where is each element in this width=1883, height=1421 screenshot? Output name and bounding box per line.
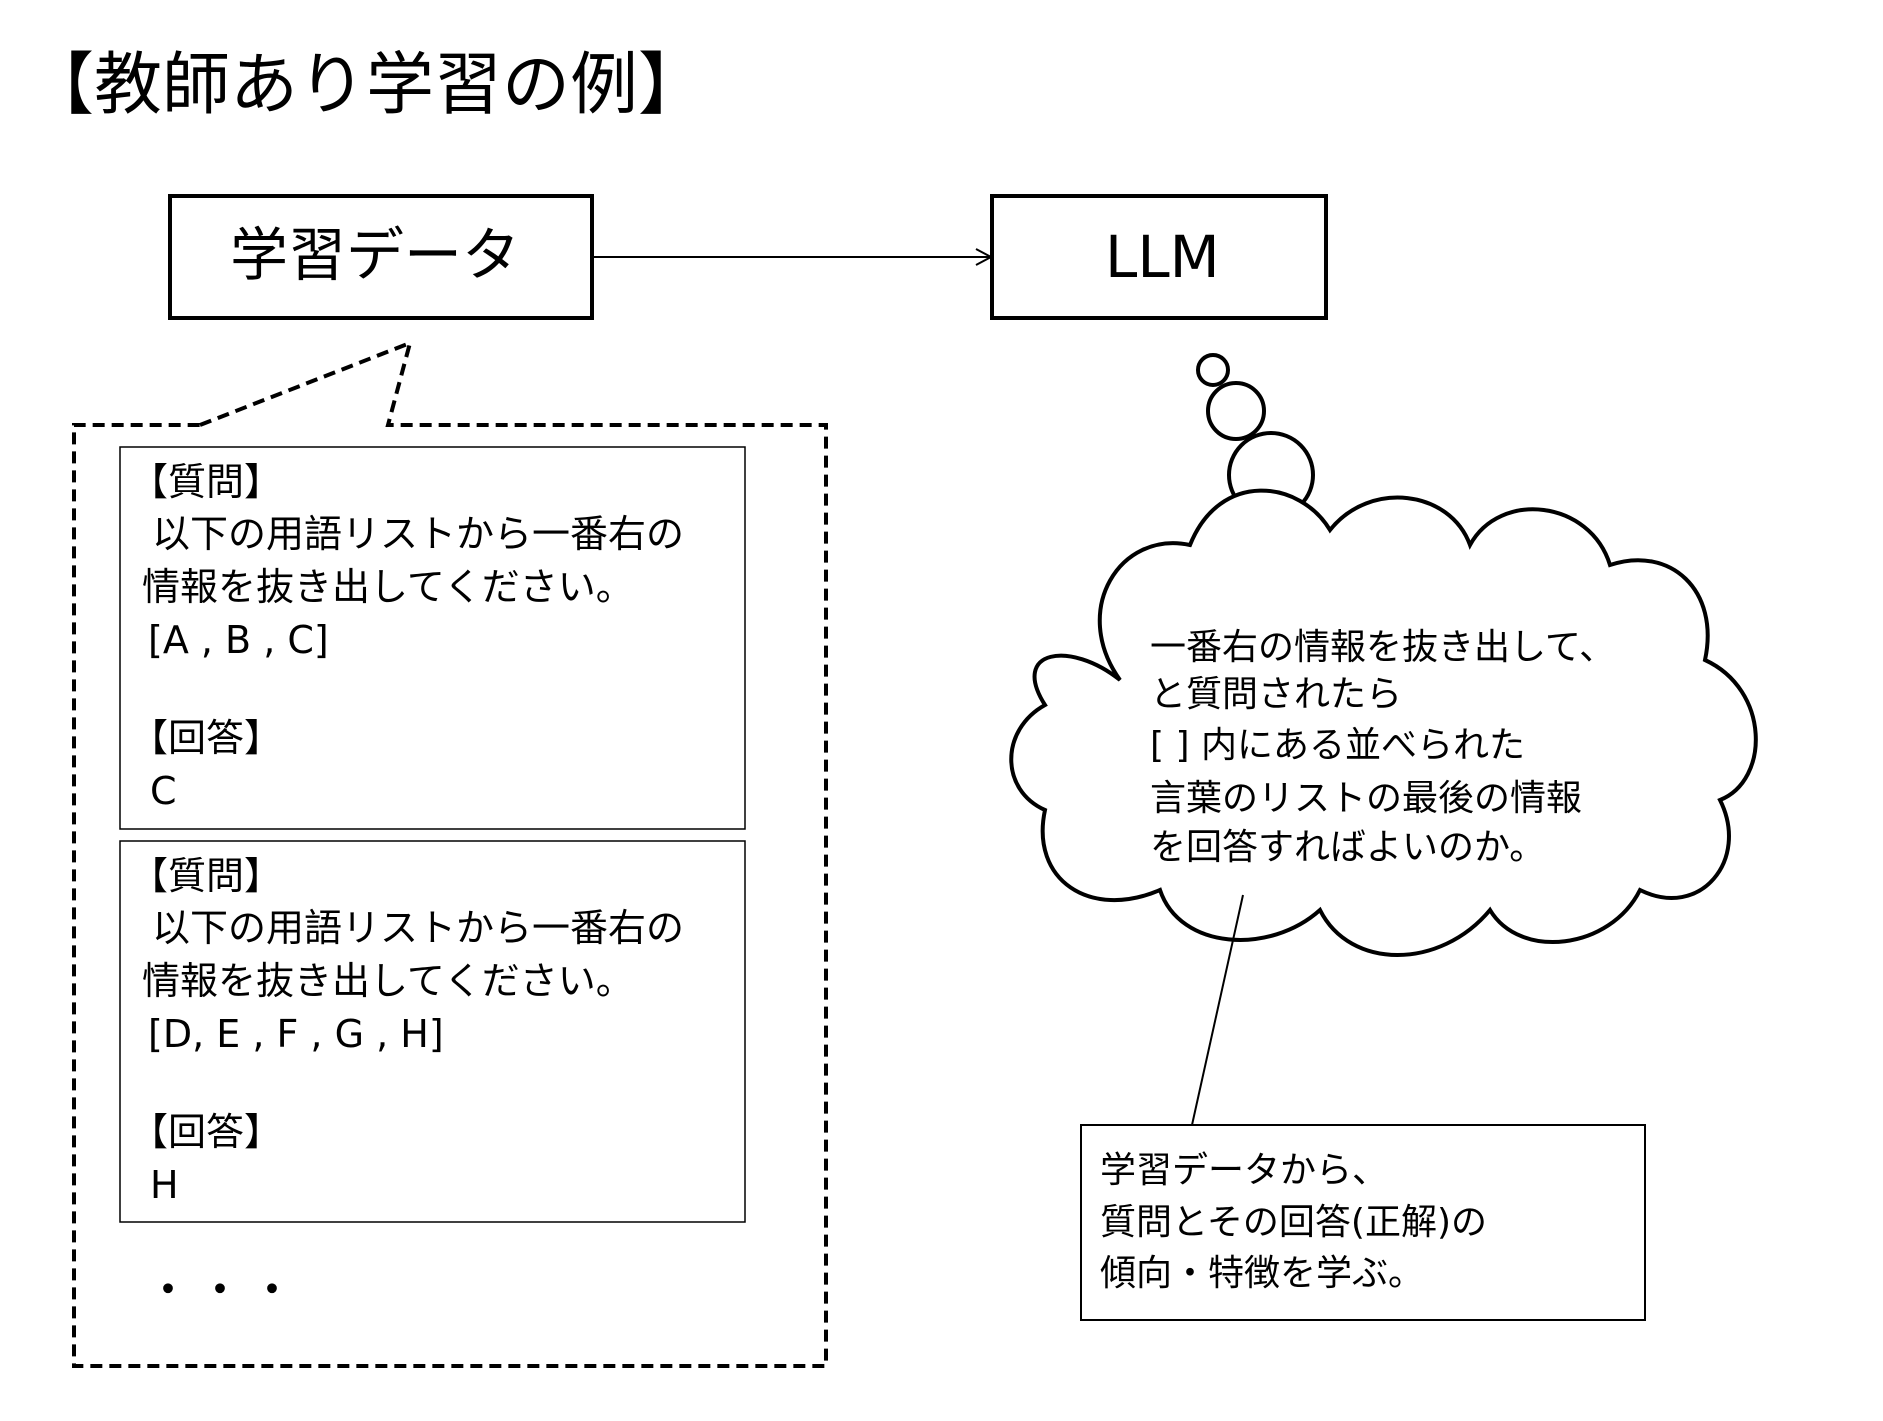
- thought-cloud: [1009, 488, 1758, 957]
- training-data-box: [168, 194, 594, 320]
- example-2-answer-value: H: [150, 1163, 179, 1207]
- example-1-question-line1: 以下の用語リストから一番右の: [152, 512, 685, 556]
- llm-label: LLM: [1105, 223, 1220, 291]
- thought-bubble-small: [1196, 353, 1230, 387]
- note-line-2: 質問とその回答(正解)の: [1100, 1202, 1488, 1243]
- example-box-2: [119, 840, 746, 1223]
- llm-box: [990, 194, 1328, 320]
- note-line-1: 学習データから、: [1100, 1150, 1389, 1191]
- training-data-label: 学習データ: [230, 221, 521, 289]
- thought-line-5: を回答すればよいのか。: [1150, 827, 1546, 868]
- example-2-term-list: [D, E , F , G , H]: [148, 1012, 444, 1056]
- note-box: [1080, 1124, 1646, 1321]
- thought-line-2: と質問されたら: [1150, 674, 1403, 715]
- example-2-question-line2: 情報を抜き出してください。: [142, 959, 634, 1003]
- more-examples-ellipsis: ・・・: [148, 1267, 304, 1313]
- thought-line-1: 一番右の情報を抜き出して、: [1150, 627, 1616, 668]
- example-1-answer-value: C: [150, 769, 177, 813]
- examples-callout-border: [72, 339, 828, 1368]
- note-pointer-line: [1191, 894, 1244, 1126]
- example-2-question-line1: 以下の用語リストから一番右の: [152, 906, 685, 950]
- thought-line-4: 言葉のリストの最後の情報: [1150, 778, 1583, 819]
- example-2-answer-heading: 【回答】: [130, 1110, 283, 1154]
- example-2-question-heading: 【質問】: [130, 854, 283, 898]
- example-1-answer-heading: 【回答】: [130, 716, 283, 760]
- example-1-term-list: [A , B , C]: [148, 618, 329, 662]
- example-box-1: [119, 446, 746, 830]
- thought-line-3: [ ] 内にある並べられた: [1150, 725, 1525, 766]
- note-line-3: 傾向・特徴を学ぶ。: [1100, 1253, 1425, 1294]
- example-1-question-heading: 【質問】: [130, 460, 283, 504]
- page-title: 【教師あり学習の例】: [26, 46, 707, 125]
- thought-bubble-medium: [1206, 381, 1266, 441]
- example-1-question-line2: 情報を抜き出してください。: [142, 565, 634, 609]
- arrowhead: [975, 248, 994, 266]
